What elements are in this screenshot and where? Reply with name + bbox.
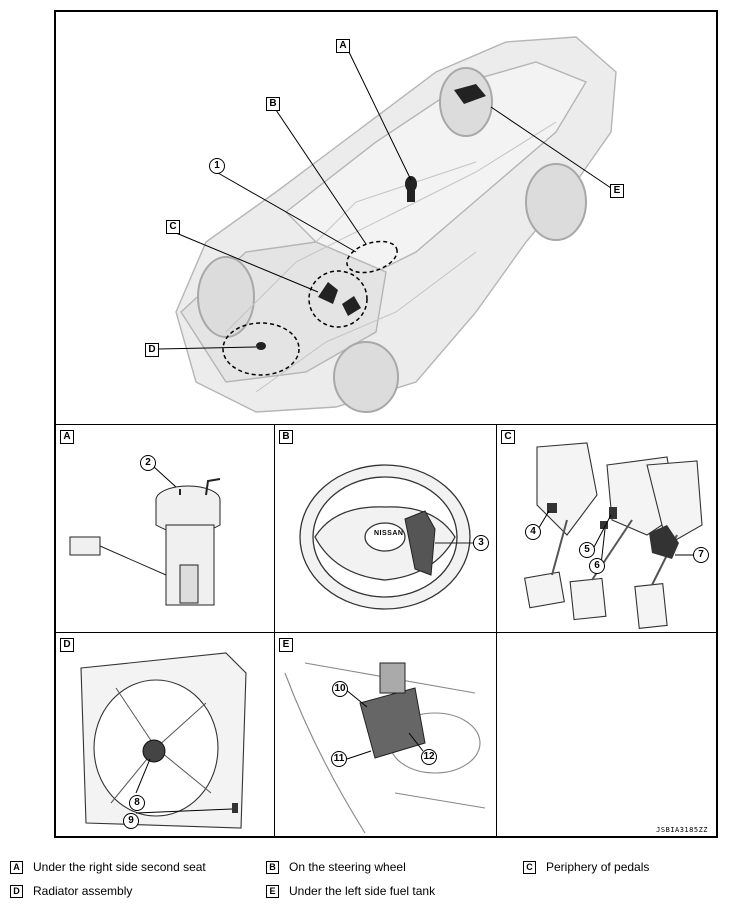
legend-text-a: Under the right side second seat [33, 860, 206, 874]
callout-8: 8 [129, 795, 145, 811]
panel-b: B NISSAN 3 [275, 425, 496, 632]
callout-2: 2 [140, 455, 156, 471]
legend-key-e: E [266, 884, 279, 898]
steering-logo: NISSAN [374, 530, 404, 537]
grid-divider [56, 424, 716, 425]
legend-item-a: A Under the right side second seat [10, 860, 206, 874]
legend-item-c: C Periphery of pedals [523, 860, 649, 874]
legend-key-d: D [10, 884, 23, 898]
grid-divider [56, 632, 716, 633]
panel-c-label: C [501, 430, 515, 444]
callout-7: 7 [693, 547, 709, 563]
callout-e: E [610, 184, 624, 198]
panel-a: A 2 [56, 425, 274, 632]
callout-d: D [145, 343, 159, 357]
steering-wheel-drawing [299, 464, 475, 610]
legend-item-b: B On the steering wheel [266, 860, 406, 874]
panel-empty: JSBIA3185ZZ [497, 633, 716, 838]
legend-item-e: E Under the left side fuel tank [266, 884, 435, 898]
callout-3: 3 [473, 535, 489, 551]
callout-b: B [266, 97, 280, 111]
grid-divider [274, 424, 275, 838]
legend: A Under the right side second seat B On … [0, 852, 729, 907]
legend-text-b: On the steering wheel [289, 860, 406, 874]
pedals-drawing [524, 442, 703, 629]
radiator-drawing [80, 652, 247, 829]
callout-4: 4 [525, 524, 541, 540]
callout-10: 10 [332, 681, 348, 697]
callout-9: 9 [123, 813, 139, 829]
panel-c: C 4 5 6 7 [497, 425, 716, 632]
panel-d: D 8 9 [56, 633, 274, 838]
legend-key-a: A [10, 860, 23, 874]
vehicle-overview: A B 1 C D E [56, 12, 716, 424]
callout-5: 5 [579, 542, 595, 558]
diagram-frame: A B 1 C D E A 2 [54, 10, 718, 838]
callout-a: A [336, 39, 350, 53]
panel-a-label: A [60, 430, 74, 444]
callout-12: 12 [421, 749, 437, 765]
legend-text-e: Under the left side fuel tank [289, 884, 436, 898]
grid-divider [496, 424, 497, 838]
drawing-code: JSBIA3185ZZ [656, 826, 708, 834]
under-seat-drawing [284, 662, 486, 834]
panel-b-label: B [279, 430, 293, 444]
legend-text-c: Periphery of pedals [546, 860, 650, 874]
legend-text-d: Radiator assembly [33, 884, 133, 898]
legend-item-d: D Radiator assembly [10, 884, 132, 898]
callout-11: 11 [331, 751, 347, 767]
callout-c: C [166, 220, 180, 234]
panel-e-label: E [279, 638, 293, 652]
vehicle-overview-drawing [158, 36, 617, 413]
legend-key-b: B [266, 860, 279, 874]
callout-6: 6 [589, 558, 605, 574]
callout-1: 1 [209, 158, 225, 174]
legend-key-c: C [523, 860, 536, 874]
panel-e: E 10 11 12 [275, 633, 496, 838]
panel-d-label: D [60, 638, 74, 652]
fuel-pump-drawing [69, 466, 221, 606]
